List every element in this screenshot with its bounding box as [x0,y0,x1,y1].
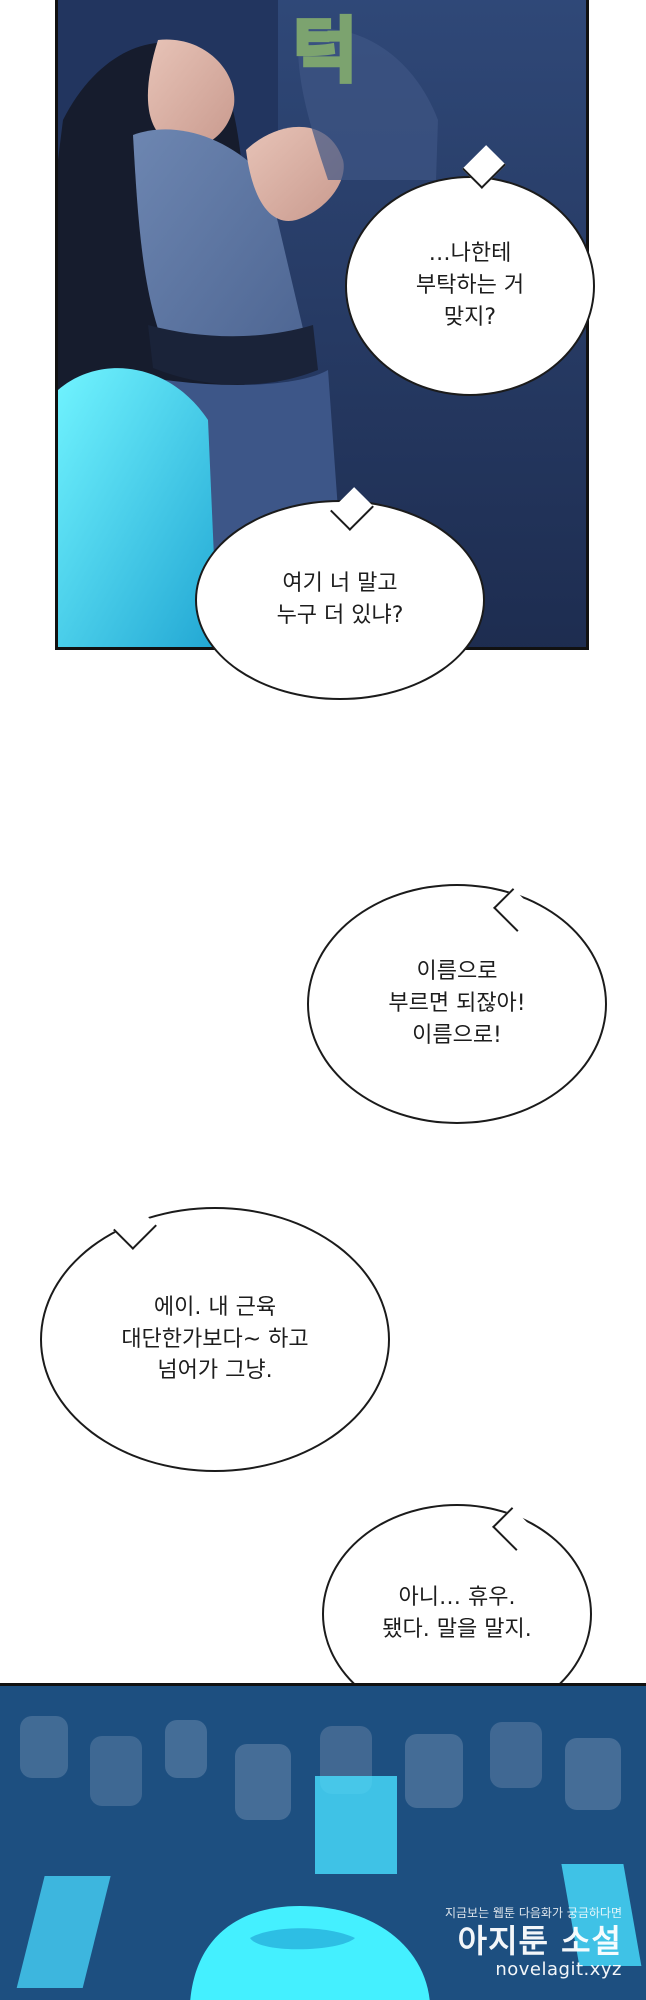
cyan-character-hair-shade [250,1928,355,1950]
speech-bubble-2: 여기 너 말고 누구 더 있냐? [195,500,485,700]
holographic-screen-left [16,1876,111,1988]
cyan-hair-foreground [58,368,218,647]
speech-bubble-3: 이름으로 부르면 되잖아! 이름으로! [307,884,607,1124]
woman-face [147,39,235,149]
watermark-url: novelagit.xyz [495,1959,622,1980]
bottom-comic-panel: 지금보는 웹툰 다음화가 궁금하다면 아지툰 소설 novelagit.xyz [0,1683,646,2000]
bottom-panel-illustration [0,1686,646,2000]
watermark-small-text: 지금보는 웹툰 다음화가 궁금하다면 [444,1906,622,1921]
speech-bubble-1-text: …나한테 부탁하는 거 맞지? [415,241,525,330]
speech-bubble-4: 에이. 내 근육 대단한가보다~ 하고 넘어가 그냥. [40,1207,390,1472]
watermark: 지금보는 웹툰 다음화가 궁금하다면 아지툰 소설 novelagit.xyz [445,1904,622,1980]
holographic-screen-right [315,1776,397,1874]
speech-bubble-4-text: 에이. 내 근육 대단한가보다~ 하고 넘어가 그냥. [121,1294,309,1384]
watermark-brand: 아지툰 소설 [457,1922,622,1961]
background-figure [297,28,438,180]
holographic-screen-far-right [561,1864,642,1966]
speech-bubble-1: …나한테 부탁하는 거 맞지? [345,176,595,396]
speech-bubble-5-text: 아니… 휴우. 됐다. 말을 말지. [382,1585,532,1642]
sound-effect-text: 턱 [293,12,357,90]
top-panel-illustration: 턱 [58,0,586,647]
top-comic-panel: 턱 [55,0,589,650]
speech-bubble-3-text: 이름으로 부르면 되잖아! 이름으로! [388,959,526,1048]
woman-belt [148,325,318,385]
cyan-character-head [190,1906,430,2000]
speech-bubble-2-text: 여기 너 말고 누구 더 있냐? [276,571,404,628]
